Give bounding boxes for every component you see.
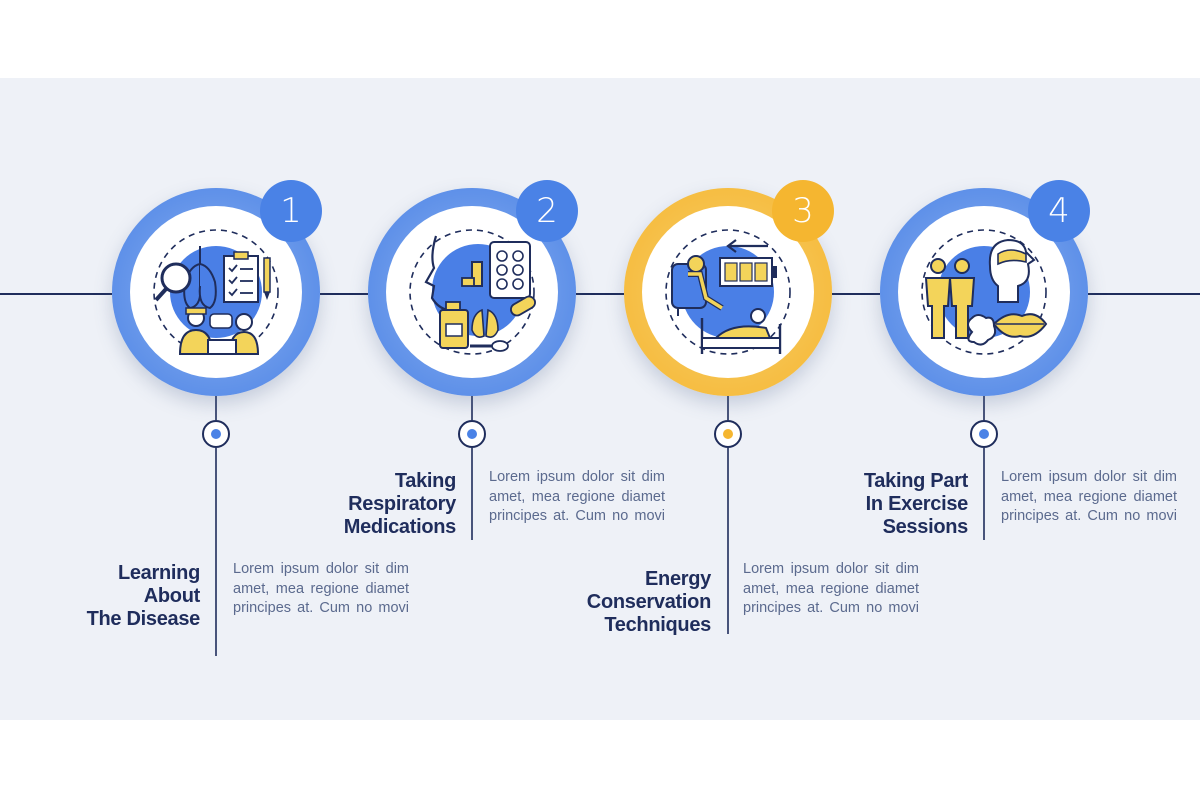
inhaler-pills-icon [409,229,536,355]
step-3-title: Energy Conservation Techniques [531,568,712,637]
step-1-title: Learning About The Disease [20,562,201,631]
step-4-dot-core [979,429,989,439]
lungs-checklist-doctor-icon [153,229,279,355]
step-4-number-badge: 4 [1028,180,1090,242]
step-3-title-line: Techniques [604,614,711,636]
step-1-dot-core [211,429,221,439]
step-4-title-line: Taking Part [863,470,968,492]
step-3-circle: 3 [624,180,834,396]
step-3-number-badge: 3 [772,180,834,242]
step-4-title-line: Sessions [882,516,969,538]
step-3-dot-core [723,429,733,439]
step-1-number-badge: 1 [260,180,322,242]
step-4-description: Lorem ipsum dolor sit dim amet, mea regi… [1001,469,1177,524]
step-2-title-line: Medications [343,516,457,538]
step-2-connector-dot [458,420,486,448]
step-4-circle: 4 [880,180,1090,396]
step-1-title-line: Learning [117,562,200,584]
step-2-dot-core [467,429,477,439]
step-1-circle: 1 [112,180,322,396]
step-4-title: Taking Part In Exercise Sessions [788,470,968,539]
step-3-title-line: Conservation [586,591,712,613]
step-4-connector-dot [970,420,998,448]
step-1-title-line: About [143,585,201,607]
step-4-title-line: In Exercise [865,493,969,515]
step-2-number-badge: 2 [516,180,578,242]
infographic-canvas: 1 [0,78,1200,720]
timeline-connectors [0,293,1200,656]
step-2-title: Taking Respiratory Medications [276,470,457,539]
step-1-title-line: The Disease [86,608,201,630]
step-3-title-line: Energy [644,568,711,590]
step-1-description: Lorem ipsum dolor sit dim amet, mea regi… [233,561,409,616]
step-2-circle: 2 [368,180,578,396]
step-2-description: Lorem ipsum dolor sit dim amet, mea regi… [489,469,665,524]
battery-rest-icon [665,229,791,355]
step-3-connector-dot [714,420,742,448]
step-3-description: Lorem ipsum dolor sit dim amet, mea regi… [743,561,919,616]
breathing-exercise-icon [921,229,1048,355]
step-2-title-line: Taking [394,470,456,492]
step-1-connector-dot [202,420,230,448]
step-2-title-line: Respiratory [348,493,456,515]
